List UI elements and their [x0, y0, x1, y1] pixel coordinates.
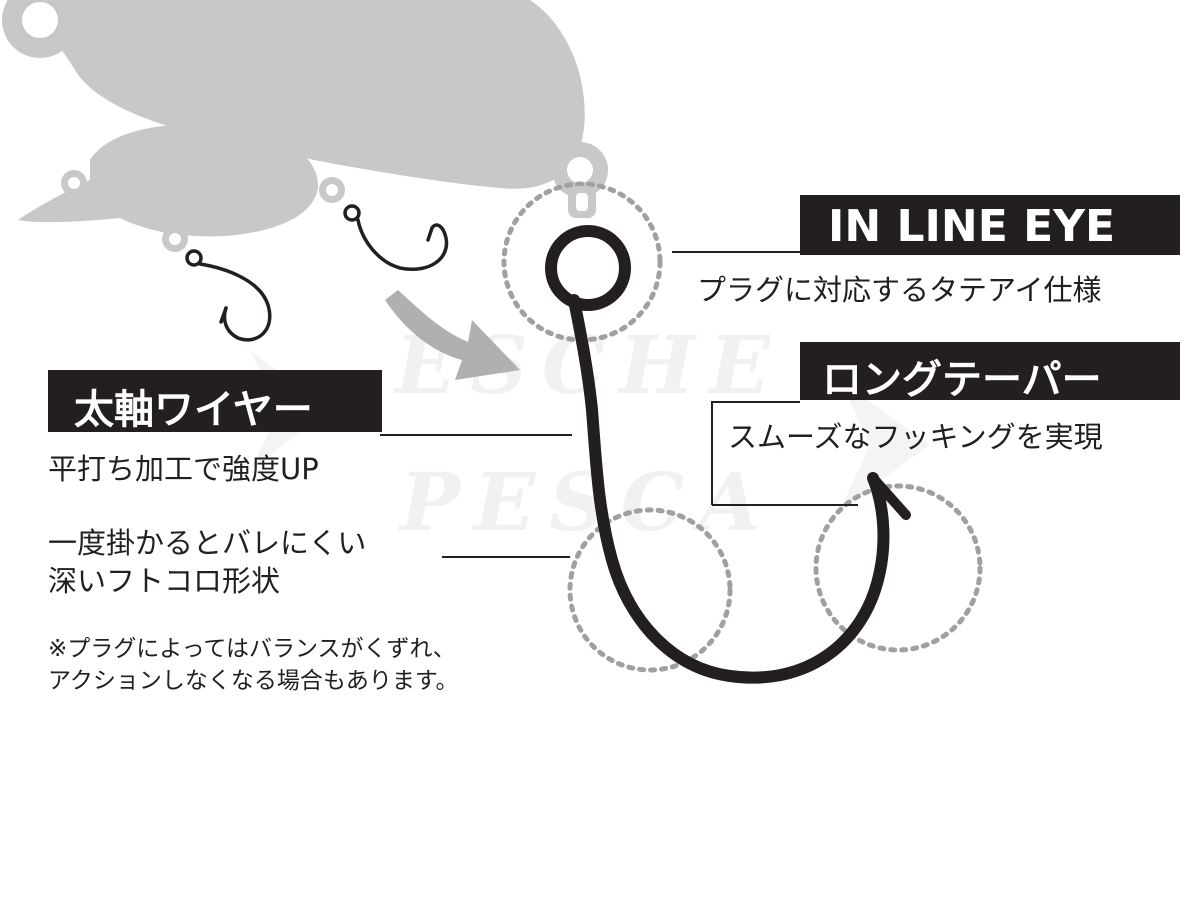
point-dotted-circle [813, 483, 983, 653]
main-hook-icon [545, 225, 911, 684]
caution-note-line-1: ※プラグによってはバランスがくずれ、 [48, 636, 456, 662]
thick-wire-description: 平打ち加工で強度UP [48, 452, 319, 486]
deep-bend-description-line-2: 深いフトコロ形状 [48, 564, 281, 598]
small-hooks-icon [185, 204, 449, 342]
thick-wire-label: 太軸ワイヤー [48, 370, 382, 433]
watermark-line-2: PESCA [400, 455, 775, 549]
long-taper-label: ロングテーパー [800, 342, 1180, 403]
bend-dotted-circle [567, 507, 733, 673]
inline-eye-description: プラグに対応するタテアイ仕様 [697, 273, 1102, 307]
deep-bend-description-line-1: 一度掛かるとバレにくい [48, 526, 367, 560]
curved-arrow-icon [385, 290, 520, 380]
caution-note-line-2: アクションしなくなる場合もあります。 [48, 668, 459, 694]
inline-eye-label: IN LINE EYE [800, 195, 1180, 255]
long-taper-description: スムーズなフッキングを実現 [728, 420, 1103, 454]
callout-lines [380, 251, 858, 558]
